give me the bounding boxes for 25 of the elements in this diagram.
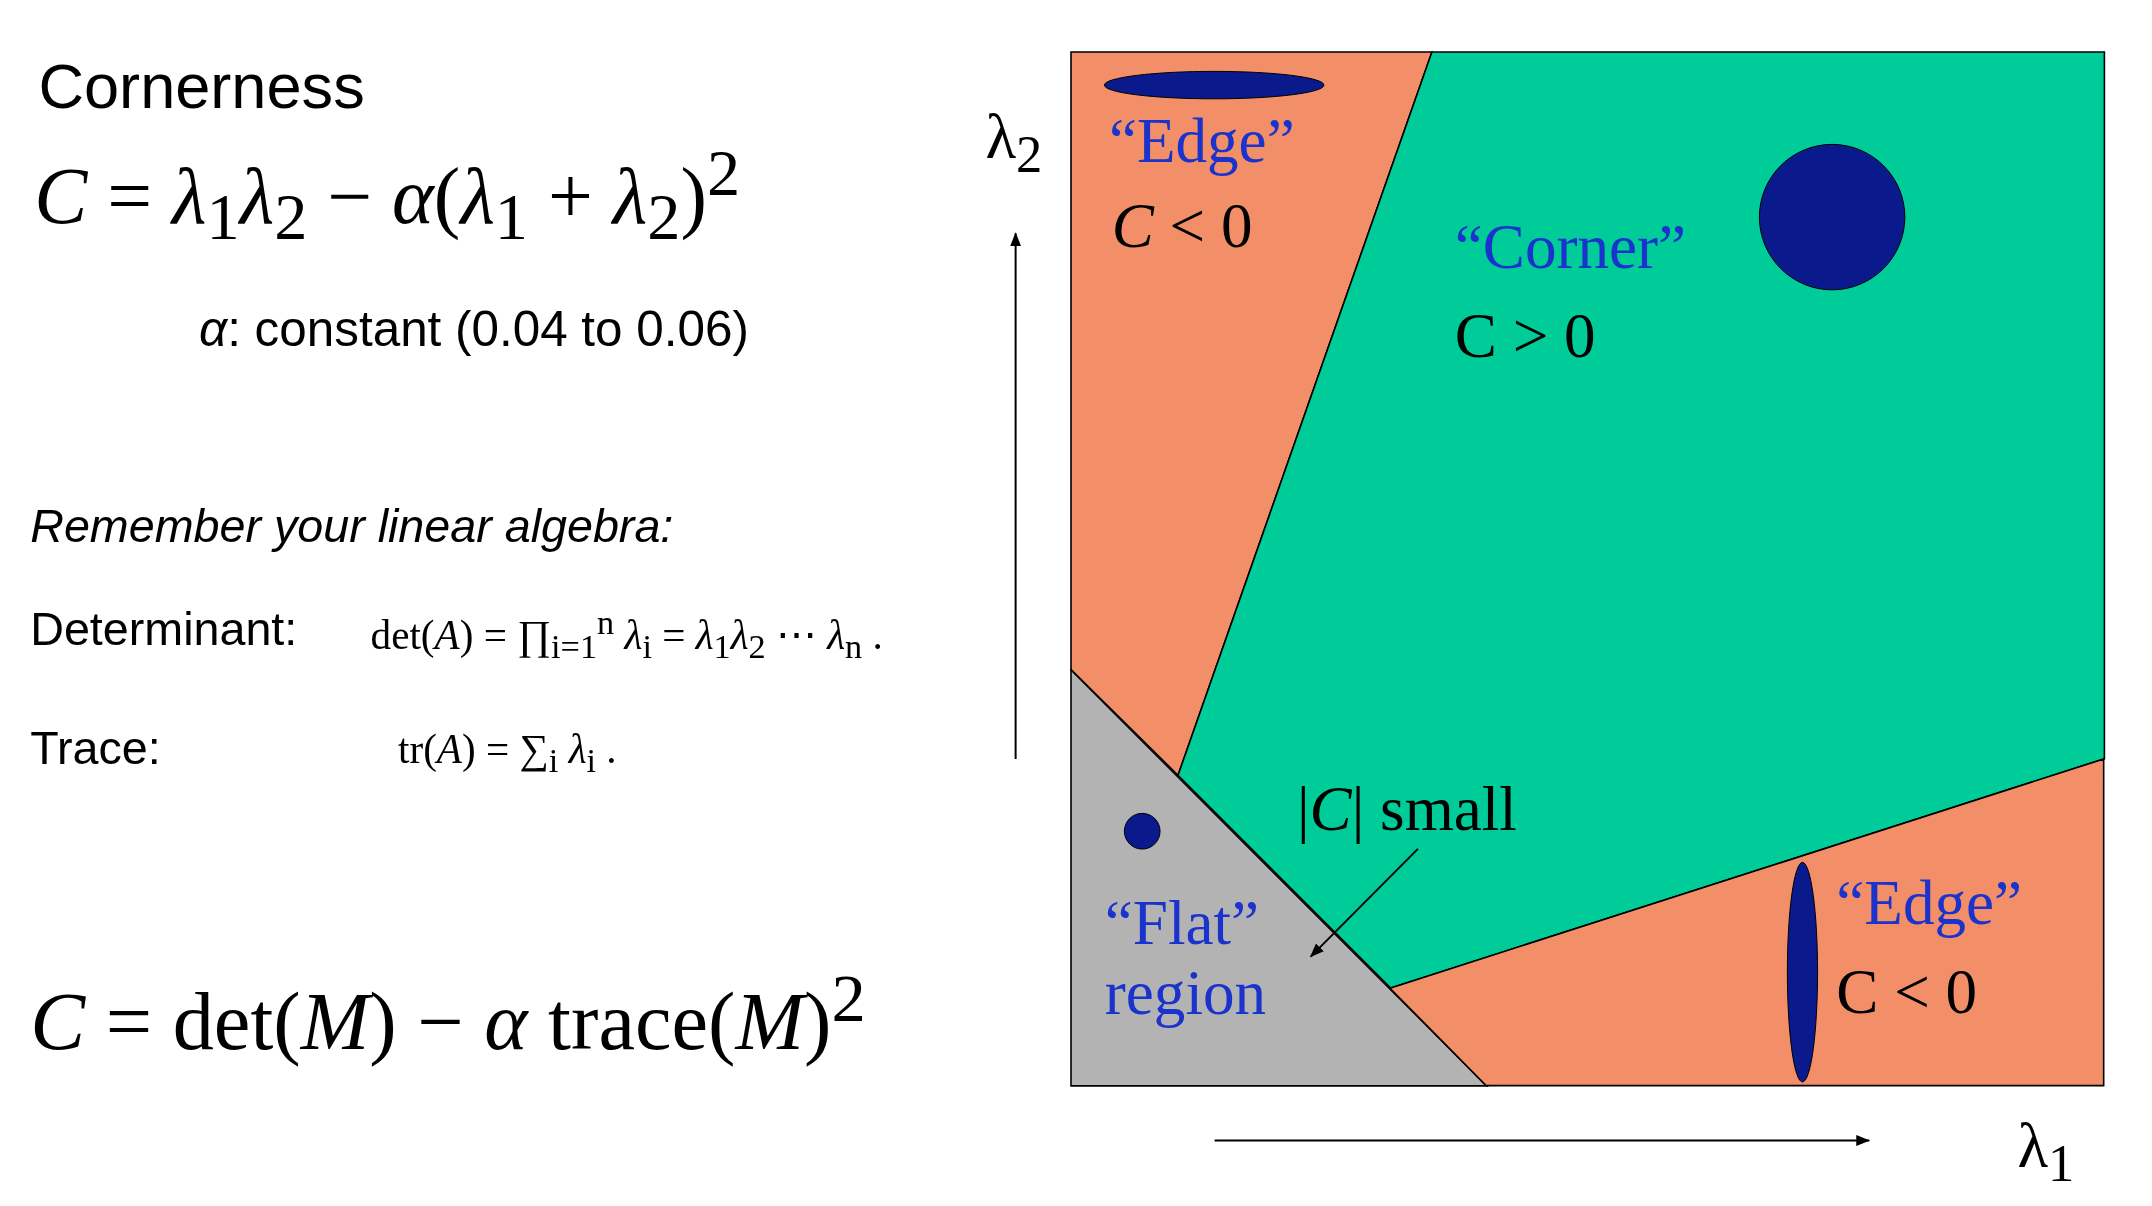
axis-label: λ$_{2}$	[985, 102, 1043, 184]
annotation-label: |C| small	[1296, 775, 1517, 845]
formula: C = λ$_{1}$λ$_{2}$ − α(λ$_{1}$ + λ$_{2}$)$^{2}$	[34, 137, 741, 255]
note: α: constant (0.04 to 0.06)	[199, 301, 749, 357]
region-label: “Flat” region	[1104, 889, 1268, 1029]
row-label: Trace:	[30, 723, 161, 775]
circle-marker	[1122, 812, 1162, 851]
circle-marker	[1758, 142, 1907, 291]
region-label: “Corner”	[1454, 212, 1687, 283]
ellipse-marker	[1785, 860, 1819, 1083]
leader-line	[1309, 847, 1419, 958]
region-label: “Edge”	[1836, 868, 2023, 939]
formula: tr(A) = ∑$_{i}$ λ$_{i}$ .	[398, 727, 617, 781]
title: Cornerness	[38, 52, 365, 122]
ellipse-marker	[1103, 69, 1326, 101]
edge-region	[1070, 52, 1432, 776]
region-label: “Edge”	[1108, 107, 1295, 177]
inequality-label: C < 0	[1111, 192, 1253, 262]
row-label: Determinant:	[30, 603, 298, 656]
formula: det(A) = ∏$_{i=1}$$^{n}$ λ$_{i}$ = λ$_{1}$λ$_{2}$ ⋯ λ$_{n}$ .	[370, 603, 883, 666]
heading: Remember your linear algebra:	[30, 500, 674, 553]
formula: C = det(M) − α trace(M)$^{2}$	[30, 960, 866, 1068]
inequality-label: C < 0	[1836, 957, 1978, 1028]
axis-label: λ$_{1}$	[2017, 1111, 2075, 1193]
inequality-label: C > 0	[1454, 301, 1596, 372]
